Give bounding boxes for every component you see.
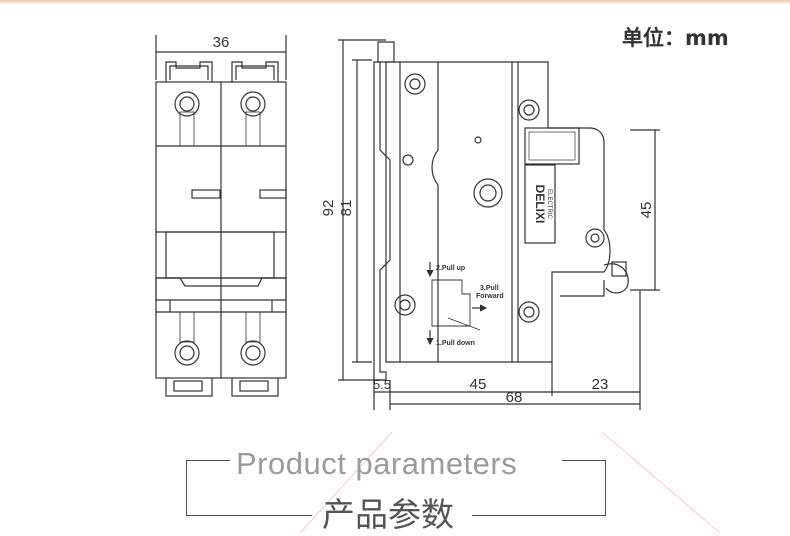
label-pull-forward-1: 3.Pull — [480, 285, 499, 292]
dim-right-height: 45 — [638, 202, 655, 219]
frame-right — [605, 460, 606, 516]
frame-left — [186, 460, 187, 516]
dim-depth-right: 23 — [592, 376, 609, 393]
label-pull-up: 2.Pull up — [436, 265, 465, 272]
front-view — [155, 35, 287, 397]
label-pull-forward-2: Forward — [476, 293, 504, 300]
frame-top-right — [562, 460, 606, 461]
frame-top-left — [186, 460, 230, 461]
dim-front-width: 36 — [213, 34, 230, 51]
unit-label: 单位：mm — [622, 26, 729, 50]
brand-logo: DELIXI — [533, 185, 547, 224]
dim-depth-middle: 45 — [470, 376, 487, 393]
dim-left-offset: 5.5 — [373, 377, 391, 392]
dim-body-height: 81 — [338, 200, 355, 217]
frame-bottom-right — [472, 515, 606, 516]
title-chinese: 产品参数 — [322, 495, 454, 534]
dim-depth-total: 68 — [506, 389, 523, 406]
title-english: Product parameters — [236, 446, 518, 481]
side-view — [338, 39, 660, 410]
decor-lines — [299, 431, 721, 533]
top-accent-bar — [0, 0, 790, 5]
dim-total-height: 92 — [320, 200, 337, 217]
frame-bottom-left — [186, 515, 312, 516]
label-pull-down: 1.Pull down — [436, 340, 475, 347]
brand-subtitle: ELECTRIC — [546, 189, 552, 219]
